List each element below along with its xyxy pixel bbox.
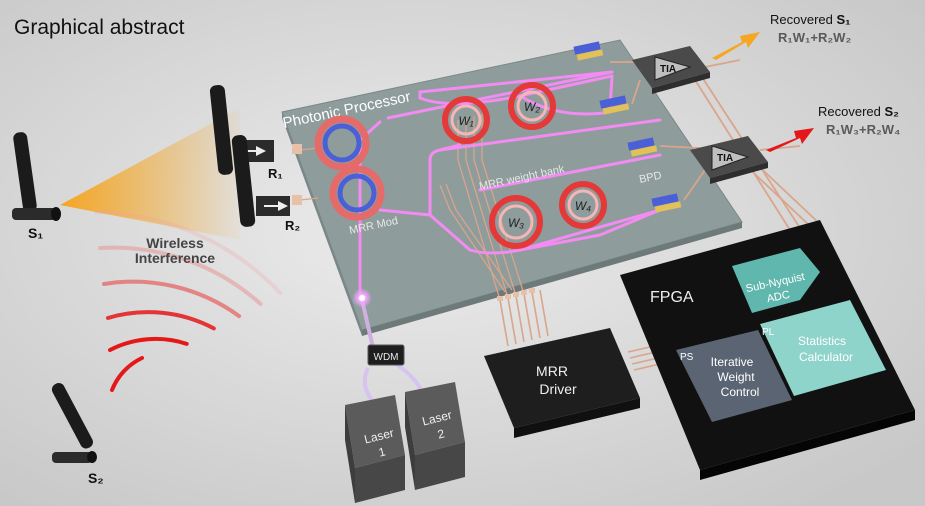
mrr-driver-line2: Driver — [539, 381, 577, 397]
mrr-driver-line1: MRR — [536, 363, 568, 379]
driver-ribbon-pads — [497, 288, 535, 301]
wireless-label-line2: Interference — [135, 250, 215, 266]
iwc-line2: Weight — [717, 370, 755, 384]
driver-ribbon — [499, 289, 549, 347]
label-r1: R₁ — [268, 166, 283, 181]
output-s1-equation: R₁W₁+R₂W₂ — [778, 30, 851, 45]
wireless-beam — [60, 108, 240, 240]
wireless-label-line1: Wireless — [146, 235, 204, 251]
adc-line2: ADC — [766, 289, 791, 306]
iwc-line3: Control — [721, 385, 760, 399]
weight-label-w3: W₃ — [508, 216, 524, 230]
fpga-board — [620, 220, 915, 480]
tia-2-label: TIA — [717, 153, 733, 164]
label-s1: S₁ — [28, 225, 43, 241]
weight-ring-w2 — [508, 82, 556, 130]
weight-ring-w4 — [559, 181, 607, 229]
label-s2: S₂ — [88, 470, 104, 486]
mrr-mod-ring-2 — [329, 165, 385, 221]
page-title: Graphical abstract — [14, 16, 185, 39]
tia-1-label: TIA — [660, 64, 676, 75]
output-s2-title: Recovered S₂ — [818, 104, 899, 119]
laser-2-box — [405, 382, 465, 490]
mrr-mod-ring-1 — [314, 115, 370, 171]
antenna-r2 — [231, 135, 290, 227]
mrr-driver-block — [484, 328, 640, 438]
output-s2-equation: R₁W₃+R₂W₄ — [826, 122, 900, 137]
fpga-title: FPGA — [650, 289, 694, 306]
tia-2 — [690, 136, 768, 184]
tia-1 — [632, 46, 710, 94]
weight-ring-w3 — [489, 195, 543, 249]
pad-r1 — [292, 144, 302, 154]
laser-2-line2: 2 — [436, 426, 446, 441]
laser-1-box — [345, 395, 405, 503]
interference-waves — [94, 210, 283, 392]
bpd-label: BPD — [638, 169, 663, 185]
weight-label-w4: W₄ — [575, 199, 591, 213]
wdm-block — [367, 344, 405, 366]
laser-1-line2: 1 — [377, 444, 387, 459]
weight-ring-w1 — [442, 96, 490, 144]
stats-line2: Calculator — [799, 350, 853, 364]
ps-tag: PS — [680, 352, 694, 363]
pl-tag: PL — [762, 327, 775, 338]
output-s1-title: Recovered S₁ — [770, 12, 851, 27]
antenna-s2 — [51, 383, 97, 463]
antenna-s1 — [12, 132, 61, 221]
output-arrow-s1 — [712, 32, 760, 60]
weight-label-w2: W₂ — [524, 100, 540, 114]
label-r2: R₂ — [285, 218, 300, 233]
stats-block — [760, 300, 886, 396]
adc-block — [732, 248, 820, 313]
stats-line1: Statistics — [798, 334, 846, 348]
bpd-detectors — [573, 41, 682, 213]
weight-label-w1: W₁ — [458, 114, 473, 128]
iwc-line1: Iterative — [711, 355, 754, 369]
output-arrow-s2 — [766, 128, 814, 152]
wdm-label: WDM — [374, 352, 399, 363]
iwc-block — [676, 330, 792, 422]
pad-r2 — [292, 195, 302, 205]
